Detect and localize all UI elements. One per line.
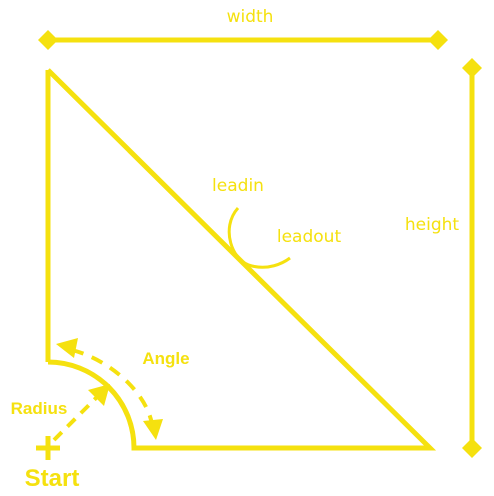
height-bottom-diamond bbox=[462, 438, 482, 458]
angle-label: Angle bbox=[142, 349, 189, 368]
height-dimension: height bbox=[405, 58, 482, 458]
width-label: width bbox=[227, 7, 274, 27]
angle-arrowhead-start bbox=[56, 338, 78, 358]
height-top-diamond bbox=[462, 58, 482, 78]
triangle-shape bbox=[45, 68, 437, 451]
angle-arrowhead-end bbox=[143, 419, 163, 440]
leadout-label: leadout bbox=[277, 227, 342, 247]
start-label: Start bbox=[25, 465, 80, 492]
radius-arrow bbox=[52, 394, 100, 442]
width-dimension: width bbox=[38, 7, 448, 50]
leadin-leadout-arc bbox=[227, 206, 291, 269]
height-label: height bbox=[405, 215, 460, 235]
leadin-label: leadin bbox=[212, 176, 264, 196]
radius-arrowhead bbox=[88, 384, 110, 406]
start-marker bbox=[36, 436, 60, 460]
radius-label: Radius bbox=[11, 399, 68, 418]
width-left-diamond bbox=[38, 30, 58, 50]
width-right-diamond bbox=[428, 30, 448, 50]
